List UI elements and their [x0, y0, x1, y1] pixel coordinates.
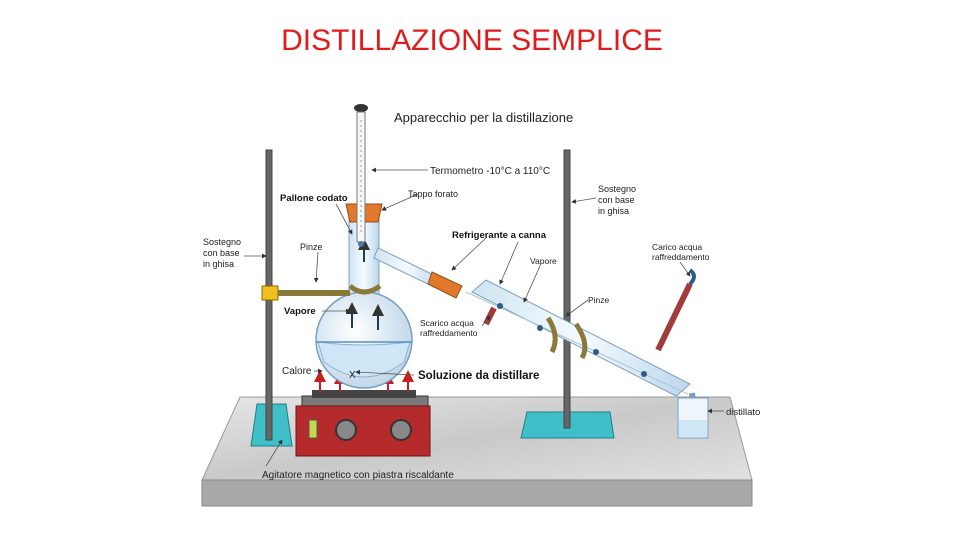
- distilling-flask: [315, 211, 413, 389]
- stopper-label: Tappo forato: [408, 189, 458, 199]
- magnetic-stirrer-hotplate: [295, 390, 431, 457]
- condenser-label: Refrigerante a canna: [452, 230, 547, 241]
- water-out-line-1: Scarico acqua: [420, 318, 474, 328]
- stirrer-label: Agitatore magnetico con piastra riscalda…: [262, 470, 454, 481]
- water-in-line-2: raffreddamento: [652, 252, 710, 262]
- left-clamp: [261, 283, 382, 301]
- distillate-label: distillato: [726, 407, 760, 418]
- heat-label: Calore: [282, 366, 312, 377]
- flask-side-arm: [373, 247, 463, 299]
- flask-label: Pallone codato: [280, 193, 348, 204]
- support-left-line-3: in ghisa: [203, 259, 234, 269]
- thermometer-label: Termometro -10°C a 110°C: [430, 166, 550, 177]
- pointer-lines: [244, 167, 724, 467]
- water-in-line-1: Carico acqua: [652, 242, 702, 252]
- x-mark: X: [349, 370, 356, 381]
- thermometer: [354, 104, 368, 247]
- support-left-line-2: con base: [203, 248, 240, 258]
- diagram-heading: Apparecchio per la distillazione: [394, 110, 573, 125]
- clamp-right-label: Pinze: [588, 295, 610, 305]
- water-out-line-2: raffreddamento: [420, 328, 478, 338]
- slide-title: DISTILLAZIONE SEMPLICE: [281, 24, 663, 57]
- support-right-line-2: con base: [598, 195, 635, 205]
- support-left-line-1: Sostegno: [203, 237, 241, 247]
- support-right-line-1: Sostegno: [598, 184, 636, 194]
- clamp-left-label: Pinze: [300, 242, 323, 252]
- solution-label: Soluzione da distillare: [418, 370, 539, 382]
- right-support-stand: [520, 149, 615, 439]
- support-right-line-3: in ghisa: [598, 206, 629, 216]
- vapor-flask-label: Vapore: [284, 306, 316, 317]
- right-clamp: [545, 316, 588, 360]
- distillate-beaker: [677, 397, 709, 439]
- vapor-condenser-label: Vapore: [530, 256, 557, 266]
